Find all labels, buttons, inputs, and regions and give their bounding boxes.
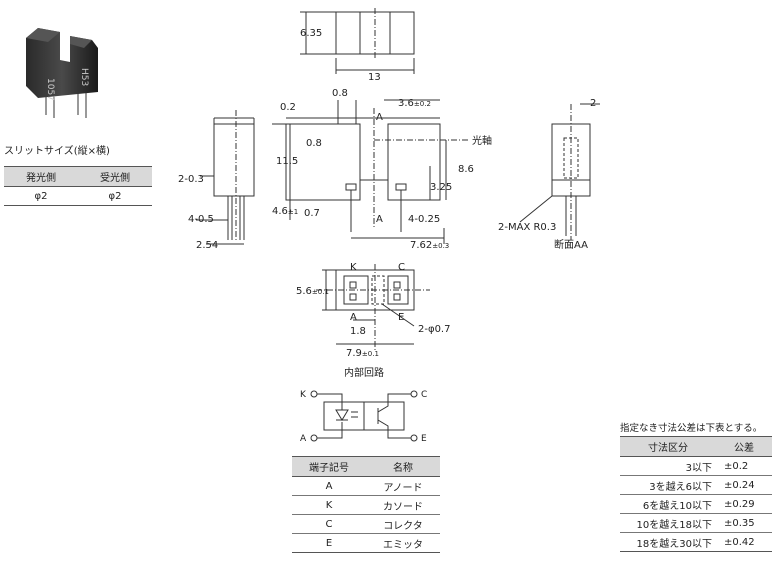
bottom-pin-k: K (350, 262, 357, 273)
circuit-k: K (300, 390, 307, 400)
svg-text:H53: H53 (79, 68, 89, 86)
dim-2-0-3: 2-0.3 (178, 174, 204, 185)
dim-0-8-top: 0.8 (332, 88, 348, 99)
dim-11-5: 11.5 (276, 156, 298, 167)
table-row: 3以下±0.2 (620, 456, 772, 476)
tolerance-header-range: 寸法区分 (620, 436, 716, 457)
dim-3-6: 3.6±0.2 (398, 98, 431, 109)
svg-text:1057: 1057 (45, 78, 55, 101)
bottom-view (316, 264, 430, 352)
dim-4-0-5: 4-0.5 (188, 214, 214, 225)
section-mark-top: A (376, 112, 383, 123)
terminal-header-name: 名称 (366, 456, 440, 477)
dim-4-0-25: 4-0.25 (408, 214, 440, 225)
slit-value-emitter: φ2 (4, 186, 78, 206)
dim-7-9: 7.9±0.1 (346, 348, 379, 359)
dim-2-phi: 2-φ0.7 (418, 324, 450, 335)
circuit-c: C (421, 390, 427, 400)
dim-0-2: 0.2 (280, 102, 296, 113)
section-aa (519, 103, 600, 240)
table-row: 10を越え18以下±0.35 (620, 513, 772, 533)
dim-7-62: 7.62±0.3 (410, 240, 449, 251)
section-mark-bottom: A (376, 214, 383, 225)
tolerance-table: 寸法区分 公差 3以下±0.2 3を越え6以下±0.24 6を越え10以下±0.… (620, 436, 772, 552)
dim-top-length: 13 (368, 72, 381, 83)
circuit-a: A (300, 434, 307, 444)
slit-value-receiver: φ2 (78, 186, 152, 206)
bottom-pin-e: E (398, 312, 404, 323)
dim-section-2: 2 (590, 98, 596, 109)
side-view (196, 110, 255, 245)
section-aa-label: 断面AA (554, 238, 588, 251)
internal-circuit: K A C E (300, 390, 427, 444)
terminal-header-symbol: 端子記号 (292, 456, 366, 477)
dim-8-6: 8.6 (458, 164, 474, 175)
dim-3-25: 3.25 (430, 182, 452, 193)
circuit-e: E (421, 434, 427, 444)
table-row: 3を越え6以下±0.24 (620, 475, 772, 495)
dim-1-8: 1.8 (350, 326, 366, 337)
product-photo: 1057 H53 (26, 28, 98, 118)
dim-top-width: 6.35 (300, 28, 322, 39)
dim-0-8: 0.8 (306, 138, 322, 149)
dim-0-7: 0.7 (304, 208, 320, 219)
tolerance-note: 指定なき寸法公差は下表とする。 (620, 423, 763, 434)
top-view (300, 8, 415, 74)
slit-size-table: 発光側 受光側 φ2 φ2 (4, 166, 152, 206)
light-axis-label: 光軸 (472, 134, 492, 147)
dim-2-54: 2.54 (196, 240, 218, 251)
bottom-pin-c: C (398, 262, 405, 273)
dim-4-6: 4.6±1 (272, 206, 298, 217)
dimension-drawing: 6.35 13 2-0.3 4-0.5 2.54 (178, 8, 600, 379)
slit-header-receiver: 受光側 (78, 166, 152, 187)
bottom-pin-a: A (350, 312, 357, 323)
slit-header-emitter: 発光側 (4, 166, 78, 187)
dim-5-6: 5.6±0.1 (296, 286, 329, 297)
circuit-title: 内部回路 (344, 366, 384, 379)
front-view (272, 99, 470, 244)
tolerance-header-value: 公差 (716, 436, 772, 457)
table-row: 18を越え30以下±0.42 (620, 532, 772, 552)
slit-size-title: スリットサイズ(縦×横) (4, 146, 110, 157)
table-row: 6を越え10以下±0.29 (620, 494, 772, 514)
dim-radius: 2-MAX R0.3 (498, 222, 556, 233)
